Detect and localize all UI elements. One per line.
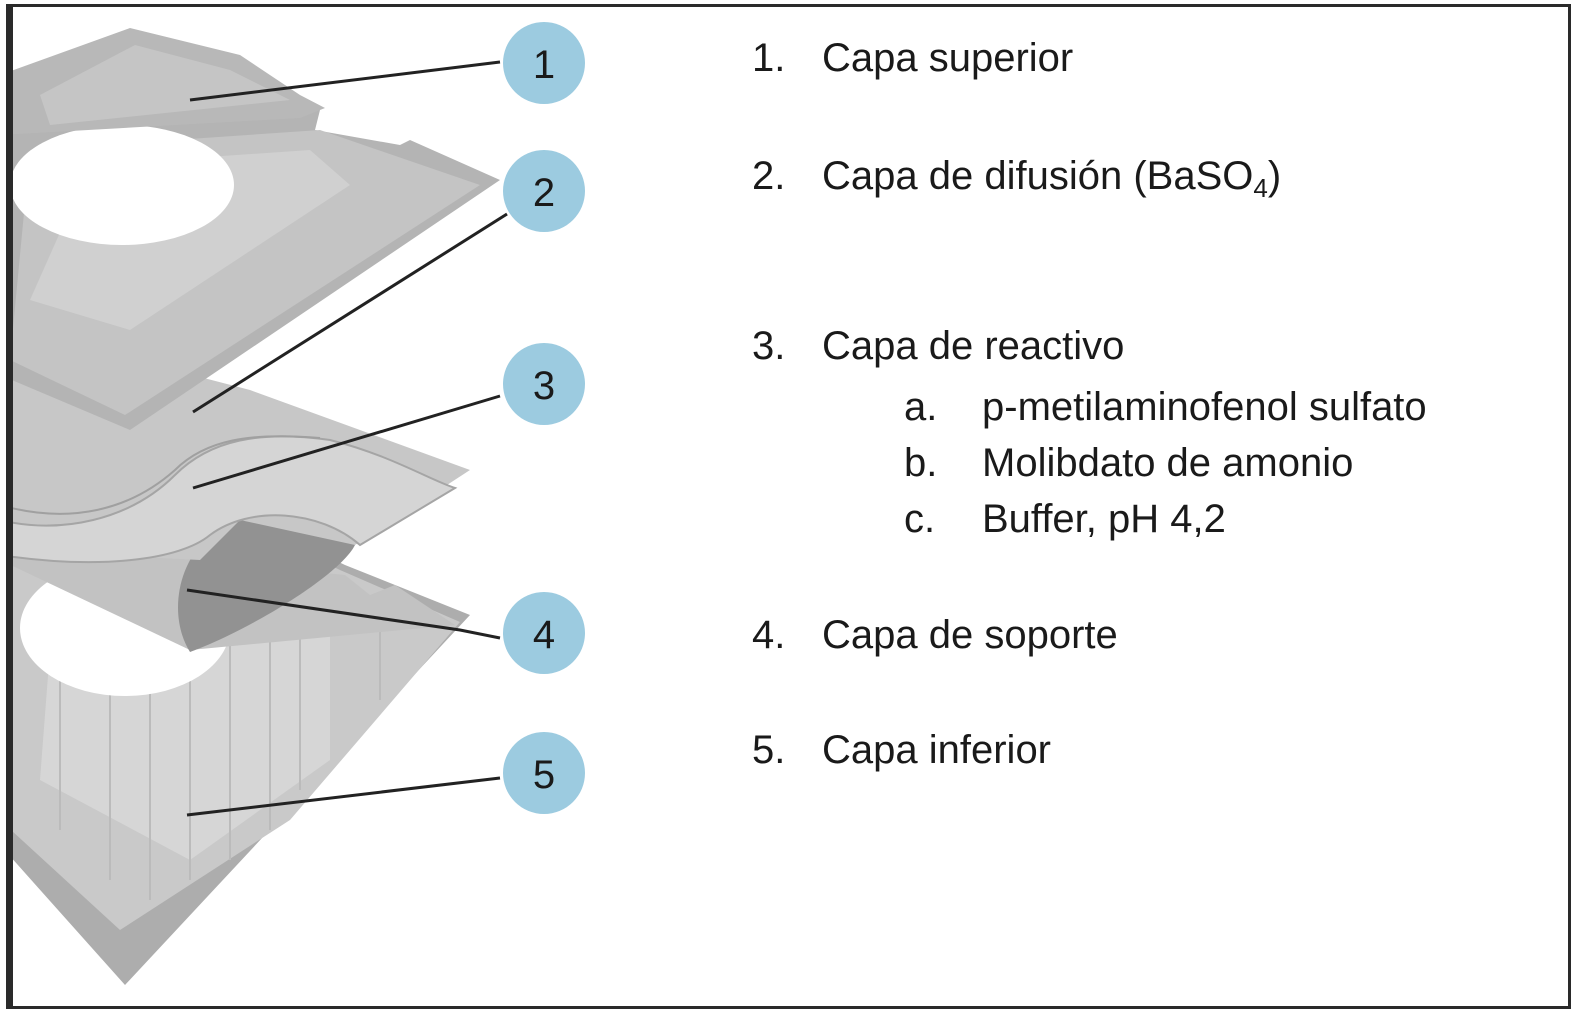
callout-2: 2 [503,150,585,232]
legend-number: 2. [752,154,786,198]
legend-label: Capa de soporte [822,613,1118,657]
svg-text:1: 1 [533,43,555,87]
legend-label: Capa superior [822,36,1074,80]
legend-item-4: 4. Capa de soporte [752,612,1352,658]
legend-item-1: 1. Capa superior [752,35,1352,81]
leader-line-2 [192,212,508,414]
callout-5: 5 [503,732,585,814]
leader-line-1 [189,60,501,102]
legend-label: Molibdato de amonio [982,441,1354,485]
subscript: 4 [1253,173,1268,203]
legend-subitem-c: c. Buffer, pH 4,2 [904,496,1544,542]
legend-item-3: 3. Capa de reactivo [752,323,1452,369]
legend-label: Capa inferior [822,728,1052,772]
callout-1: 1 [503,22,585,104]
svg-text:3: 3 [533,364,555,408]
legend-subitem-b: b. Molibdato de amonio [904,440,1544,486]
svg-text:2: 2 [533,171,555,215]
svg-text:4: 4 [533,613,555,657]
leader-line-5 [186,776,501,817]
leader-lines [186,60,508,817]
legend-number: 1. [752,36,786,80]
legend-number: 3. [752,324,786,368]
diffusion-layer-window [13,125,234,245]
callout-4: 4 [503,592,585,674]
legend-item-5: 5. Capa inferior [752,727,1352,773]
legend-letter: a. [904,385,938,429]
legend-number: 5. [752,728,786,772]
leader-line-3 [192,394,501,490]
legend-label: p-metilaminofenol sulfato [982,385,1427,429]
legend-label: Buffer, pH 4,2 [982,497,1226,541]
svg-text:5: 5 [533,753,555,797]
legend-letter: b. [904,441,938,485]
legend-label: Capa de difusión (BaSO4) [822,154,1282,203]
legend-letter: c. [904,497,936,541]
diffusion-layer [13,110,500,430]
legend-item-2: 2. Capa de difusión (BaSO4) [752,153,1452,213]
top-layer [13,28,325,135]
legend-subitem-a: a. p-metilaminofenol sulfato [904,384,1544,430]
leader-line-4 [186,588,501,640]
legend-label: Capa de reactivo [822,324,1125,368]
callout-3: 3 [503,343,585,425]
frame-left-edge [6,4,13,1009]
legend-number: 4. [752,613,786,657]
